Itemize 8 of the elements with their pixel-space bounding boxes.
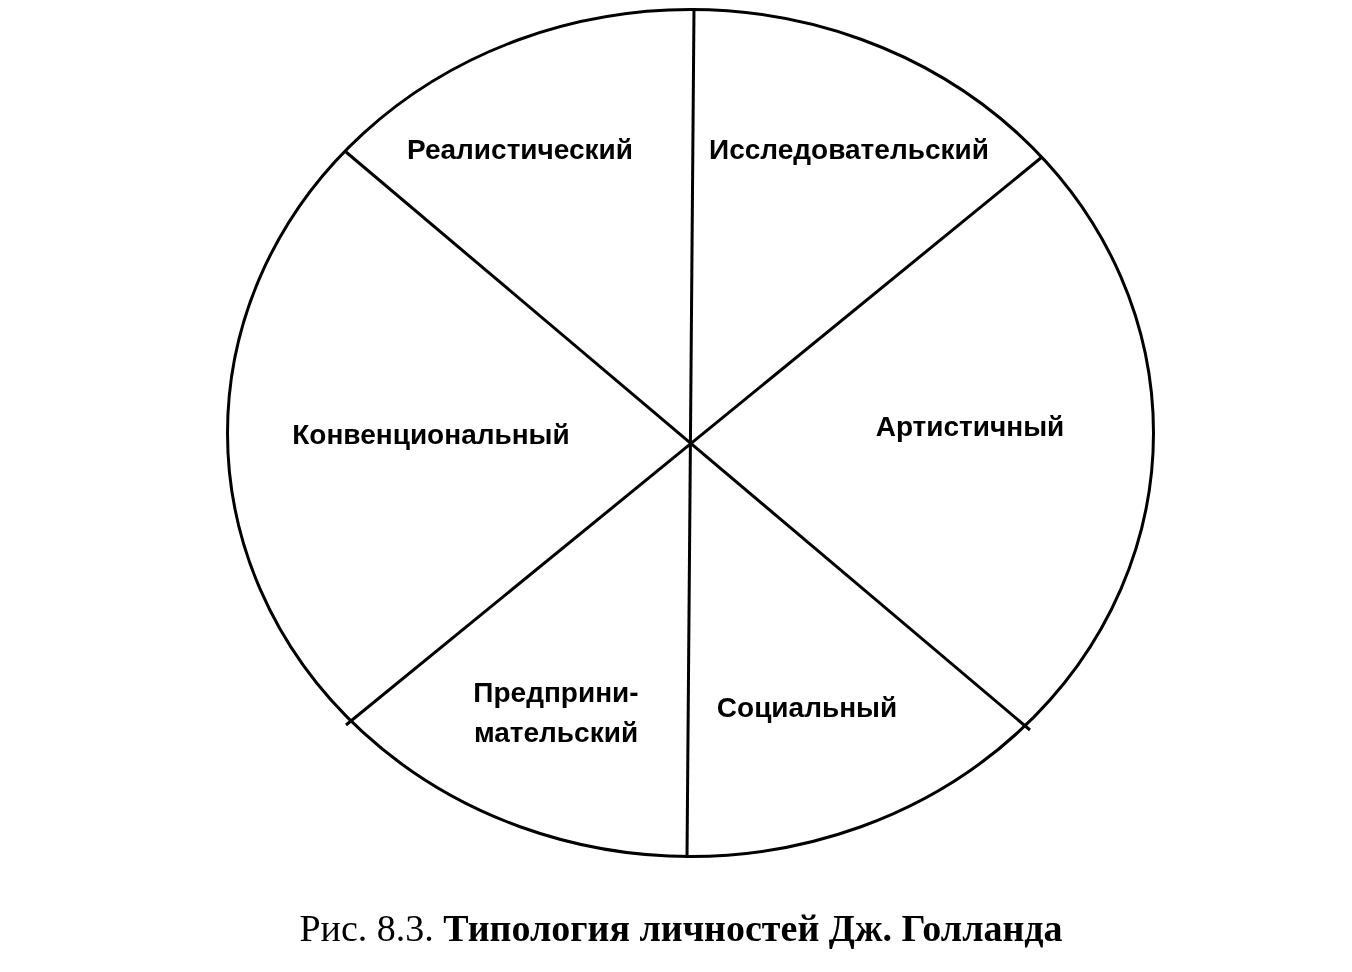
sector-label: Конвенциональный (292, 418, 570, 452)
circle-diagram (226, 8, 1155, 858)
sector-label: Социальный (716, 691, 898, 725)
sector-label: Реалистический (406, 133, 634, 167)
figure-caption: Рис. 8.3. Типология личностей Дж. Голланда (299, 906, 1063, 951)
sector-label: Предприни-мательский (473, 676, 639, 750)
sector-label: Исследовательский (709, 133, 989, 167)
sector-label: Артистичный (875, 410, 1065, 444)
